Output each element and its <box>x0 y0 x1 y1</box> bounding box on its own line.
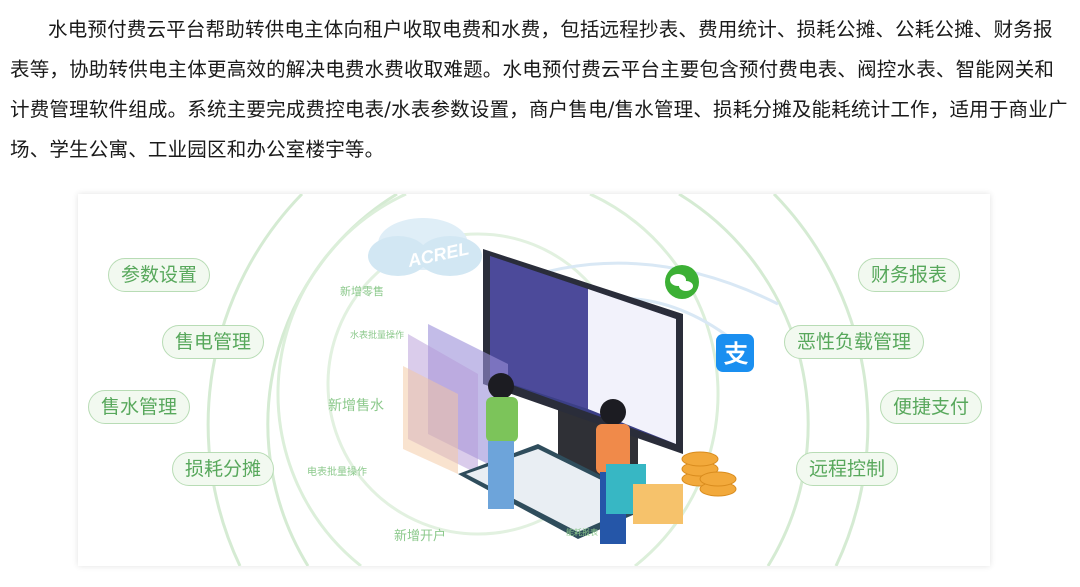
feature-pill-water-sales: 售水管理 <box>88 390 191 424</box>
feature-pill-remote-control: 远程控制 <box>796 452 899 486</box>
feature-pill-electricity-sales: 售电管理 <box>162 325 265 359</box>
orbit-arcs: ACREL <box>206 194 870 566</box>
platform-illustration: ACREL <box>78 194 990 566</box>
orbit-arc <box>276 194 407 566</box>
wechat-icon <box>665 265 699 299</box>
coins-illustration <box>681 451 737 497</box>
orbit-label: 新增零售 <box>340 285 384 298</box>
feature-pill-param-settings: 参数设置 <box>108 258 211 292</box>
alipay-icon: 支 <box>716 334 754 372</box>
orbit-arc <box>772 194 870 566</box>
feature-pill-loss-allocation: 损耗分摊 <box>172 452 275 486</box>
orbit-label: 能耗报表 <box>566 528 598 537</box>
feature-pill-convenient-payment: 便捷支付 <box>880 390 983 424</box>
cloud-icon <box>368 218 482 276</box>
feature-pill-financial-reports: 财务报表 <box>858 258 961 292</box>
svg-text:支: 支 <box>724 340 749 368</box>
orbit-label: 水表批量操作 <box>350 331 405 341</box>
intro-paragraph: 水电预付费云平台帮助转供电主体向租户收取电费和水费，包括远程抄表、费用统计、损耗… <box>10 18 1068 161</box>
feature-pill-overload-management: 恶性负载管理 <box>784 325 925 359</box>
orbit-label: 电表批量操作 <box>307 467 367 478</box>
orbit-label: 新增开户 <box>394 529 447 544</box>
orbit-arc <box>678 194 810 566</box>
orbit-arc <box>206 194 304 566</box>
orbit-label: 新增售水 <box>328 398 384 414</box>
